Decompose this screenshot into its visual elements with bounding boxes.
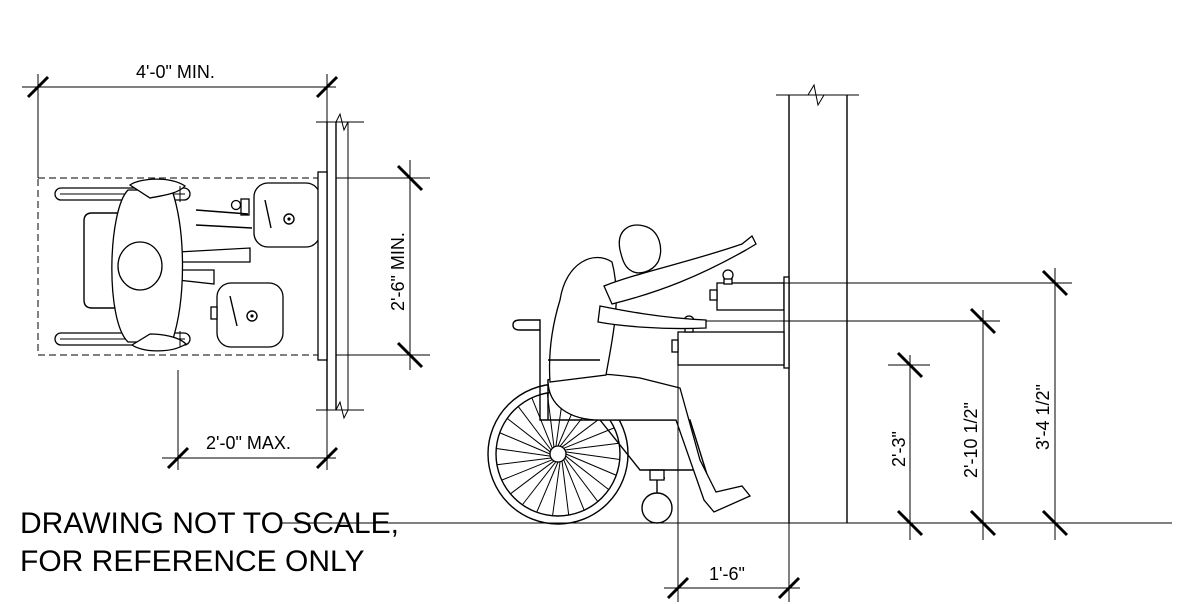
dimension-label-depth: 2'-6" MIN. (388, 232, 408, 311)
dimension-label-width: 4'-0" MIN. (136, 62, 215, 82)
wheel-spoke (496, 448, 551, 457)
wheel-spoke (563, 427, 615, 449)
fountain-low (671, 315, 785, 366)
scale-note: DRAWING NOT TO SCALE, FOR REFERENCE ONLY (20, 507, 560, 578)
fountain-bowl-upper (230, 182, 321, 248)
wheel-spoke (499, 432, 551, 455)
wheel-spoke (521, 461, 557, 506)
wheel-spoke (564, 457, 599, 502)
plan-view: 4'-0" MIN. (22, 62, 430, 470)
dimension-width-min: 4'-0" MIN. (22, 62, 339, 178)
dimension-label-knee: 2'-3" (889, 431, 909, 467)
wheel-spoke (564, 442, 620, 451)
dimension-high-spout: 3'-4 1/2" (740, 268, 1072, 540)
dimension-low-spout: 2'-10 1/2" (706, 307, 1000, 540)
fountain-bowl-lower (210, 282, 284, 348)
wheel-spoke (565, 455, 610, 491)
wheel-spoke (561, 460, 570, 516)
dimension-depth-min: 2'-6" MIN. (336, 160, 430, 370)
wheel-spoke (510, 460, 555, 495)
wheel-spoke (552, 461, 561, 516)
fountain-mount-plate (317, 171, 328, 361)
wheel-spoke (496, 457, 552, 466)
fountain-high (709, 269, 790, 369)
dimension-label-offset: 1'-6" (709, 564, 745, 584)
wheel-spoke (501, 459, 553, 481)
wheelchair-user-plan (54, 178, 253, 352)
dimension-knee-clearance: 2'-3" (888, 351, 930, 540)
dimension-offset: 1'-6" (664, 365, 801, 602)
wheel-spoke (517, 406, 552, 451)
wheel-spoke (565, 453, 617, 476)
dimension-label-projection: 2'-0" MAX. (206, 433, 291, 453)
dimension-label-low-spout: 2'-10 1/2" (961, 402, 981, 478)
wheel-spoke (506, 417, 551, 453)
note-line-2: FOR REFERENCE ONLY (20, 545, 365, 578)
dimension-projection-max: 2'-0" MAX. (162, 370, 339, 470)
dimension-label-high-spout: 3'-4 1/2" (1033, 384, 1053, 450)
wheel-spoke (531, 397, 553, 449)
wheel-spoke (565, 451, 620, 460)
elevation-view: 2'-3" 2'-10 1/2" 3'-4 1/2" 1'-6" (487, 83, 1172, 602)
wheelchair-user-elevation (487, 224, 757, 525)
wheel-spoke (536, 461, 559, 513)
wheel-spoke (563, 459, 585, 511)
